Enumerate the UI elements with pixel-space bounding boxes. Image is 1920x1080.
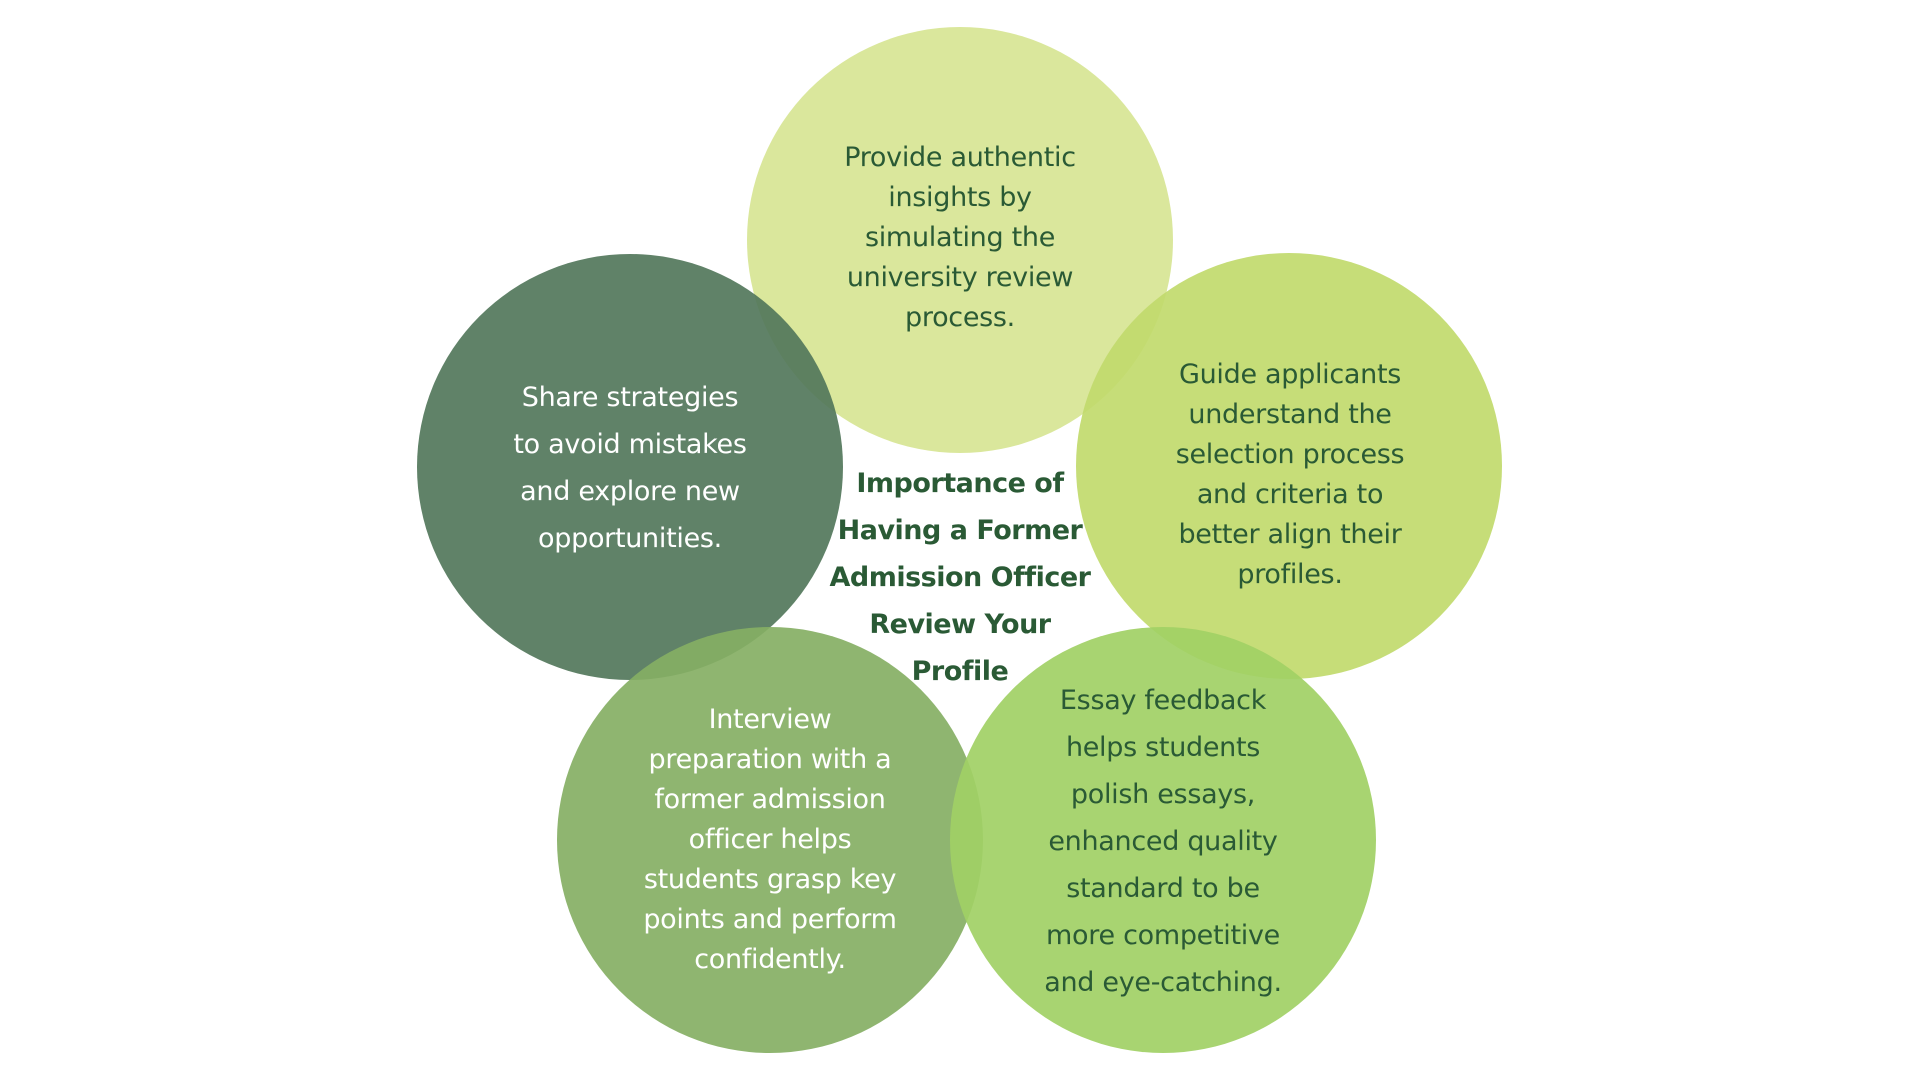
petal-text-share-strategies: Share strategies to avoid mistakes and e…	[513, 381, 747, 554]
petal-circle-interview-preparation	[557, 627, 983, 1053]
petal-circle-selection-process	[1076, 253, 1502, 679]
diagram-title: Importance of Having a Former Admission …	[829, 468, 1091, 687]
petal-text-authentic-insights: Provide authentic insights by simulating…	[844, 142, 1076, 333]
petal-circle-share-strategies	[417, 254, 843, 680]
petal-text-selection-process: Guide applicants understand the selectio…	[1175, 359, 1405, 590]
petal-circle-essay-feedback	[950, 627, 1376, 1053]
petal-text-interview-preparation: Interview preparation with a former admi…	[643, 704, 897, 975]
petal-text-essay-feedback: Essay feedback helps students polish ess…	[1044, 684, 1282, 998]
